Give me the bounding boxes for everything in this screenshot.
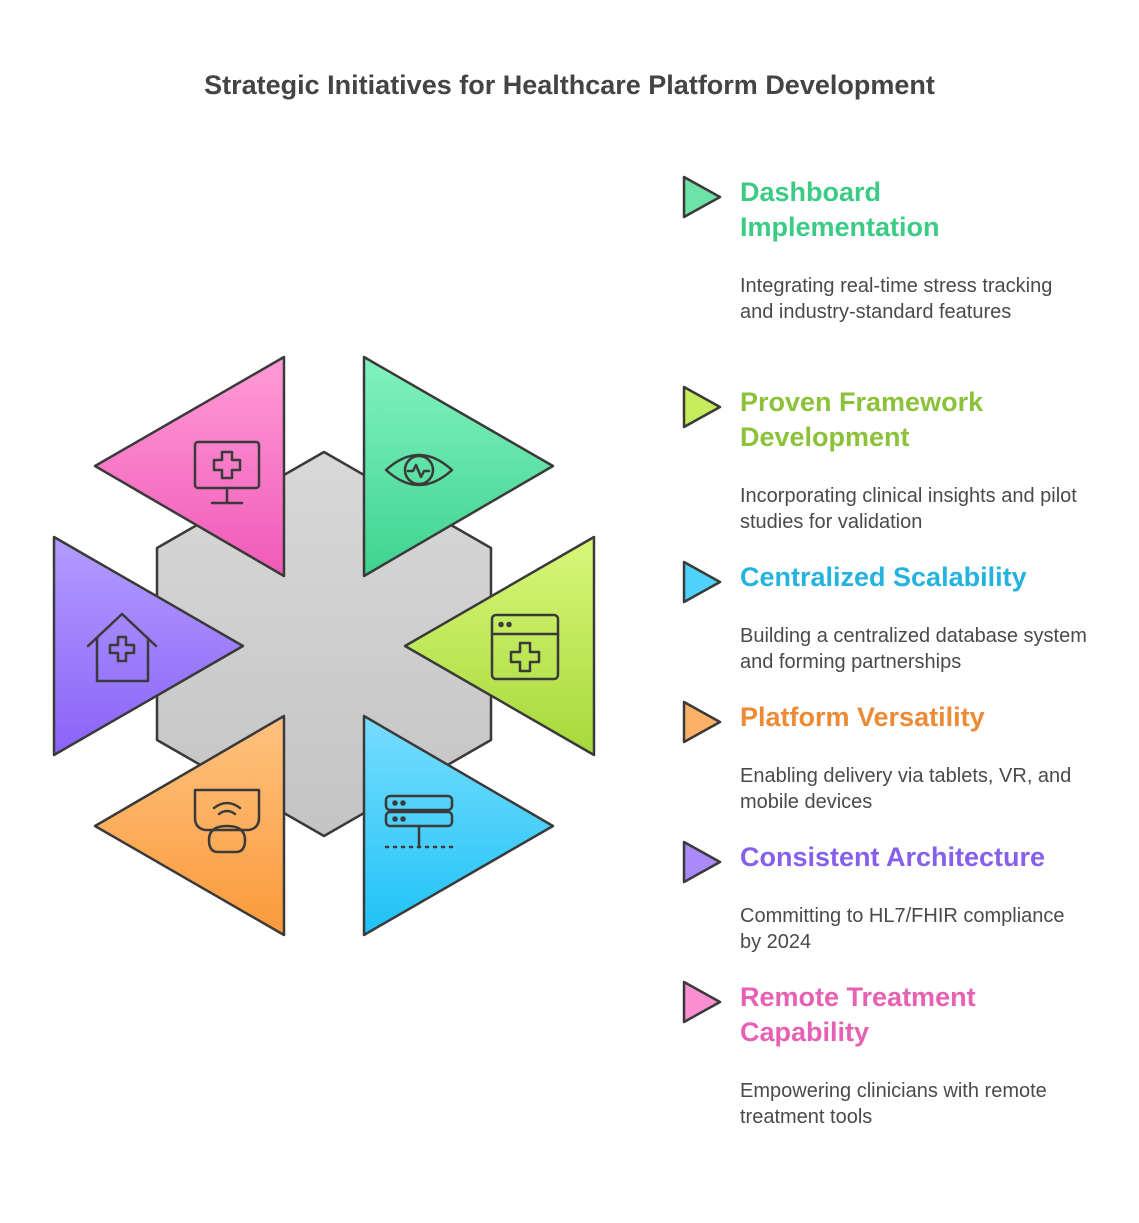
vr-headset-icon [193, 788, 261, 854]
hexagon-diagram [52, 355, 596, 937]
initiative-title: Remote Treatment Capability [740, 982, 976, 1047]
triangle-marker-icon [682, 175, 722, 219]
segment-lime-triangle [403, 535, 596, 757]
triangle-marker-icon [682, 700, 722, 744]
diagram-title: Strategic Initiatives for Healthcare Pla… [204, 70, 935, 100]
triangle-marker-icon [682, 385, 722, 429]
initiative-description: Committing to HL7/FHIR compliance by 202… [740, 905, 1065, 953]
initiative-title: Consistent Architecture [740, 842, 1046, 872]
segment-orange-triangle [93, 714, 286, 937]
initiative-title: Proven Framework Development [740, 387, 984, 452]
hospital-house-icon [86, 612, 158, 683]
initiative-description: Enabling delivery via tablets, VR, and m… [740, 765, 1072, 813]
triangle-marker-icon [682, 980, 722, 1024]
eye-pulse-icon [384, 453, 454, 487]
medical-monitor-icon [193, 440, 261, 505]
initiative-title: Centralized Scalability [740, 562, 1027, 592]
server-network-icon [384, 794, 454, 849]
segment-pink-triangle [93, 355, 286, 578]
triangle-marker-icon [682, 840, 722, 884]
triangle-marker-icon [682, 560, 722, 604]
segment-blue-triangle [362, 714, 555, 937]
initiative-description: Integrating real-time stress tracking an… [740, 275, 1053, 323]
initiative-description: Incorporating clinical insights and pilo… [740, 485, 1077, 533]
initiative-description: Empowering clinicians with remote treatm… [740, 1080, 1047, 1128]
initiative-title: Platform Versatility [740, 702, 985, 732]
segment-green-triangle [362, 355, 555, 578]
initiative-title: Dashboard Implementation [740, 177, 940, 242]
medical-app-window-icon [490, 613, 560, 681]
initiative-description: Building a centralized database system a… [740, 625, 1087, 673]
